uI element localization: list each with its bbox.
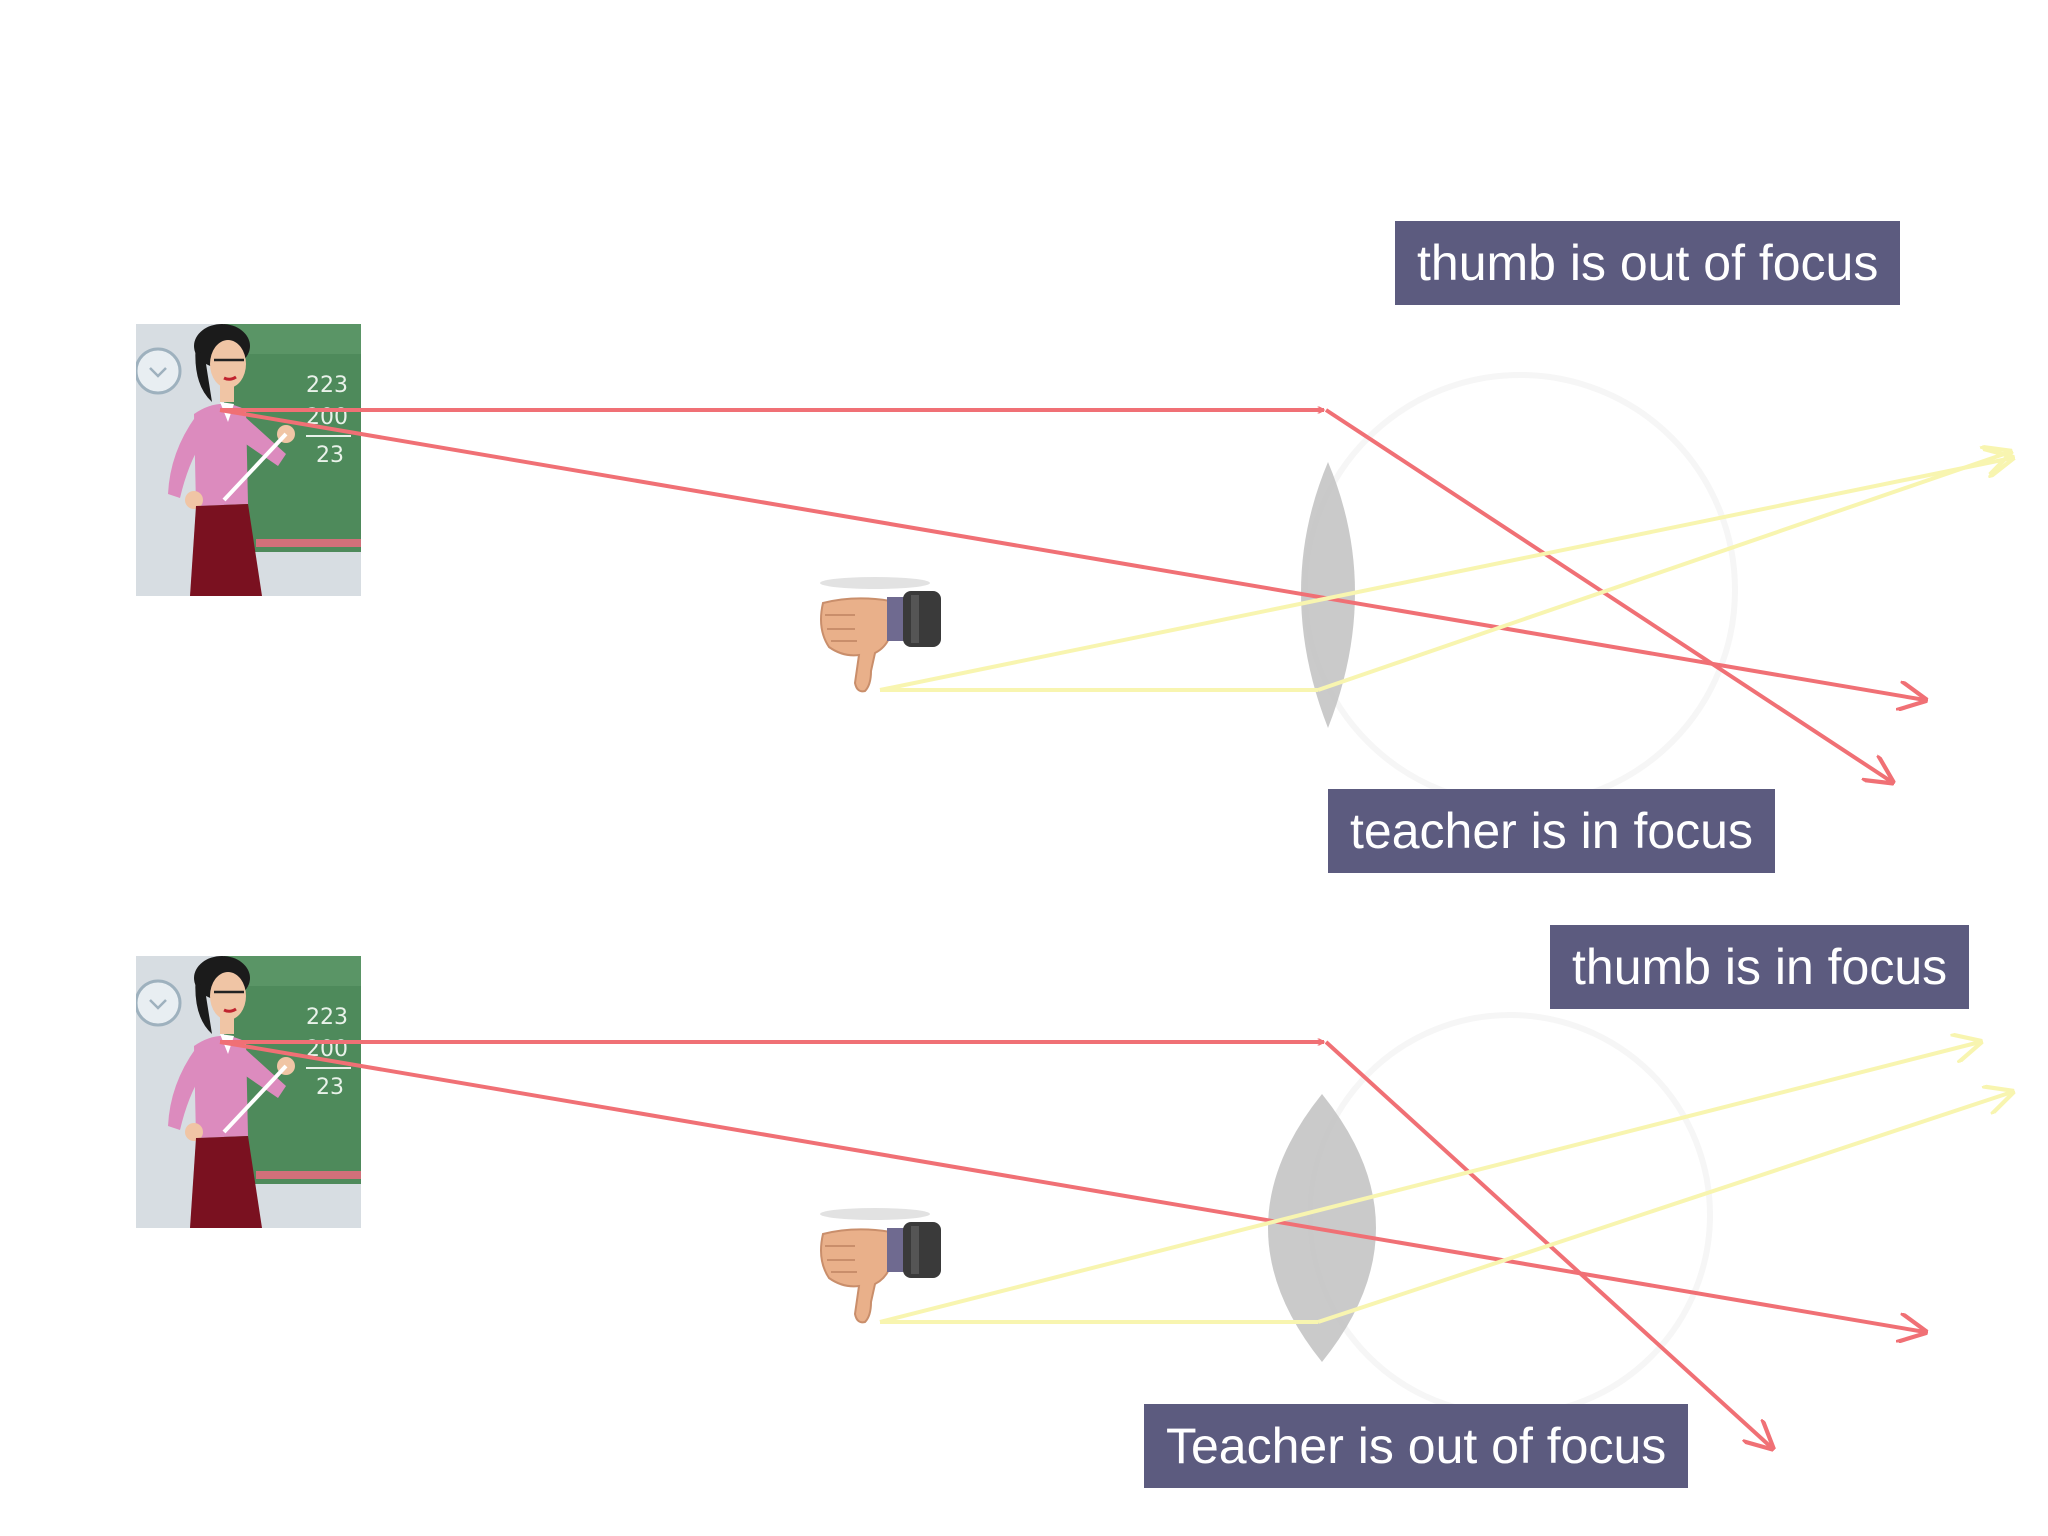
thumb-down-icon <box>819 576 942 693</box>
label-top-teacher: teacher is in focus <box>1328 789 1775 873</box>
label-bottom-teacher: Teacher is out of focus <box>1144 1404 1689 1488</box>
teacher-rays <box>219 410 1925 782</box>
teacher-icon <box>136 956 361 1228</box>
label-top-thumb: thumb is out of focus <box>1395 221 1901 305</box>
lens-icon <box>1301 462 1355 728</box>
bottom-panel <box>136 956 2012 1448</box>
top-panel <box>136 324 2012 782</box>
thumb-rays <box>879 452 2012 692</box>
thumb-rays <box>879 1042 2012 1324</box>
thumb-down-icon <box>819 1207 942 1324</box>
label-bottom-thumb: thumb is in focus <box>1550 925 1970 1009</box>
teacher-rays <box>219 1042 1925 1448</box>
teacher-icon <box>136 324 361 596</box>
